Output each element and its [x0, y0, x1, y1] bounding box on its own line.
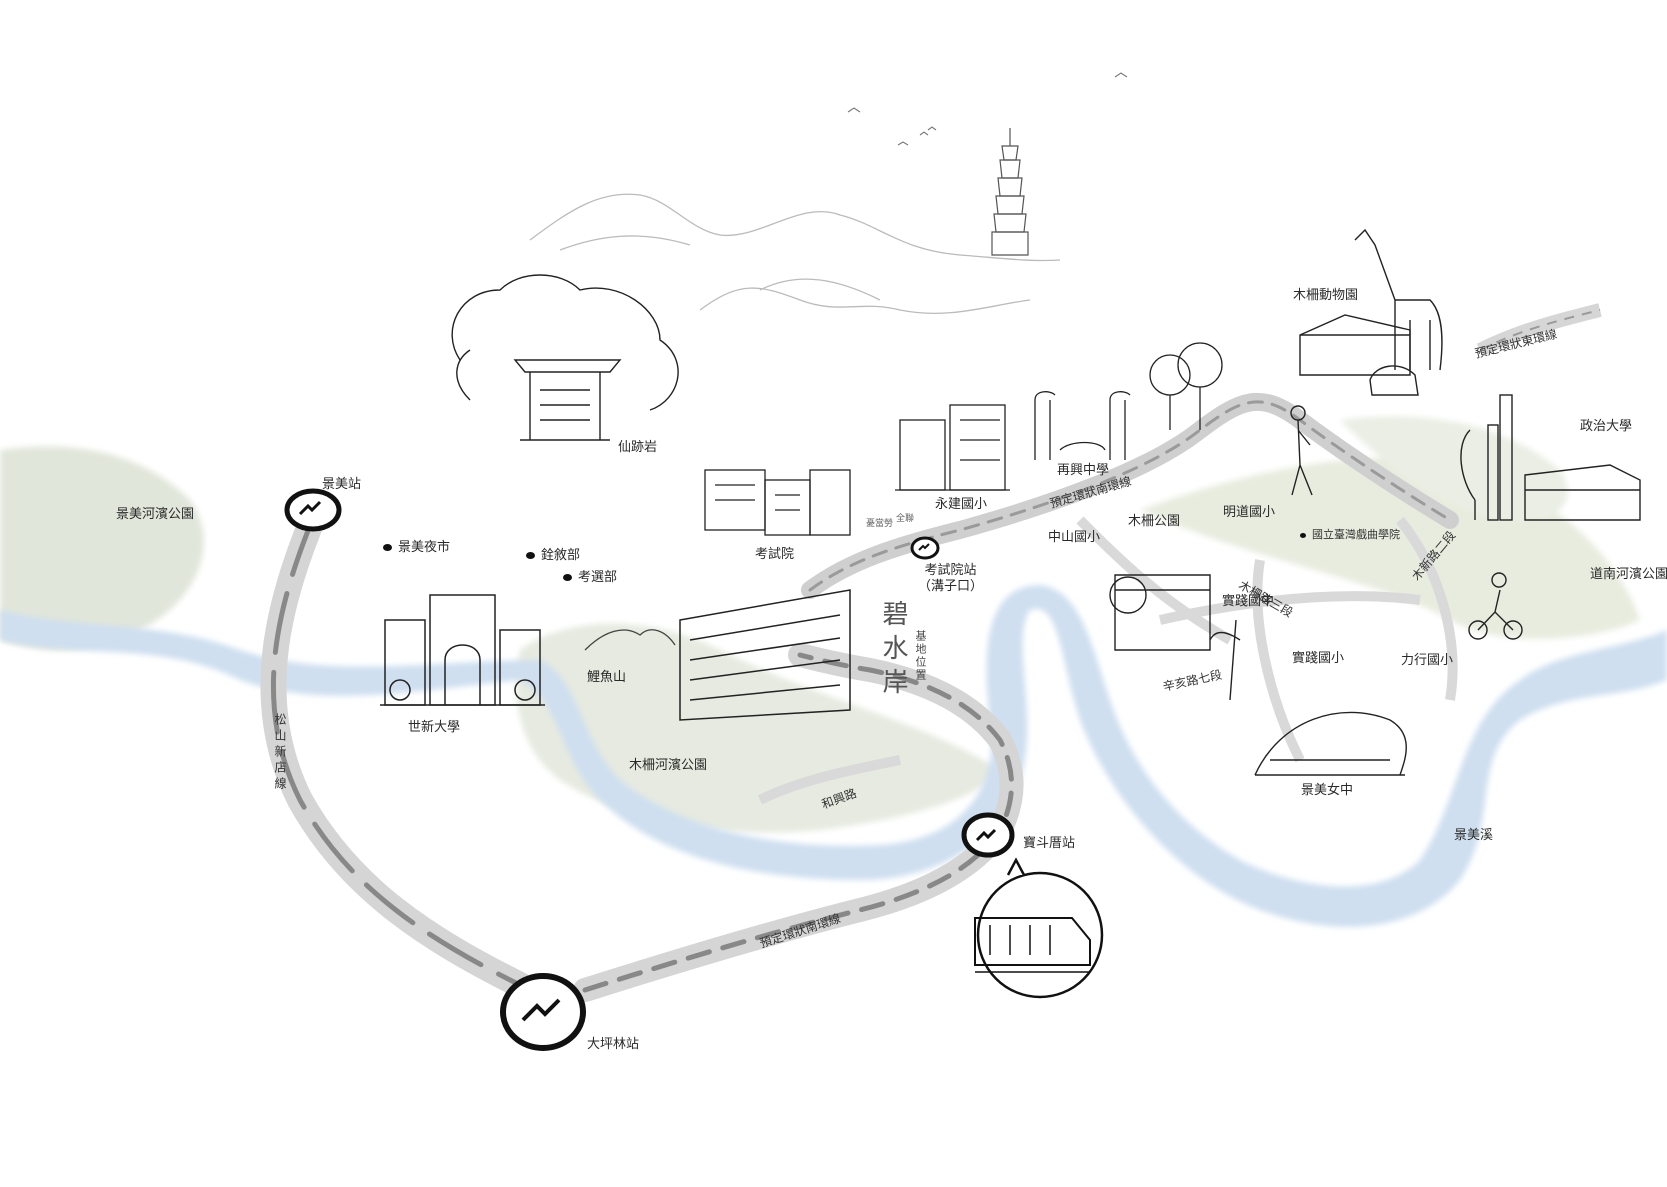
zoo-illustration: [1299, 314, 1419, 396]
station-label-kaoshiyuan-name: 考試院站: [924, 563, 977, 578]
tower-icon: [991, 128, 1029, 256]
landmark-jingmei-girls[interactable]: 景美女中: [1301, 783, 1354, 798]
landmark-zoo[interactable]: 木柵動物園: [1293, 288, 1359, 303]
landmark-kaoshiyuan[interactable]: 考試院: [755, 547, 795, 562]
metro-icon-baodouchuo: [961, 812, 1015, 858]
zaixing-illustration: [1034, 342, 1223, 460]
landmark-xianjiyan[interactable]: 仙跡岩: [618, 440, 658, 455]
landmark-nccu[interactable]: 政治大學: [1580, 419, 1633, 434]
landmark-jingmei-creek[interactable]: 景美溪: [1454, 828, 1494, 843]
brand-title: 碧水岸: [878, 600, 908, 702]
land: [0, 416, 1640, 833]
line-label-songshan-xindian: 松山新店線: [273, 713, 287, 793]
river: [0, 585, 1667, 927]
landmark-mingdao-es[interactable]: 明道國小: [1223, 505, 1276, 520]
poi-quanxu[interactable]: 銓敘部: [526, 548, 580, 564]
station-label-jingmei[interactable]: 景美站: [322, 477, 362, 492]
cyclist-illustration: [1468, 572, 1523, 640]
poi-quanlian: 全聯: [896, 514, 915, 524]
poi-opera[interactable]: 國立臺灣戲曲學院: [1300, 528, 1400, 541]
poi-dot: [1300, 532, 1306, 538]
pedestrian-illustration: [1290, 405, 1313, 496]
metro-icon-dapinglin: [500, 973, 586, 1051]
landmark-jingmei-riverside[interactable]: 景美河濱公園: [116, 507, 195, 522]
landmark-shijian-jh[interactable]: 實踐國中: [1222, 594, 1275, 609]
tram-icon: [974, 857, 1104, 999]
poi-dot: [526, 552, 535, 559]
poi-dot: [563, 574, 572, 581]
songshan-xindian-line: [260, 505, 533, 998]
bird-icon: [847, 72, 1128, 146]
poi-dot: [383, 544, 392, 551]
poi-opera-label: 國立臺灣戲曲學院: [1312, 528, 1400, 541]
station-label-dapinglin[interactable]: 大坪林站: [587, 1037, 640, 1052]
landmark-lixing-es[interactable]: 力行國小: [1401, 653, 1454, 668]
landmark-shijian-es[interactable]: 實踐國小: [1292, 651, 1345, 666]
landmark-muzha-riverside[interactable]: 木柵河濱公園: [629, 758, 708, 773]
station-label-baodouchuo[interactable]: 寶斗厝站: [1023, 836, 1076, 851]
xianjiyan-illustration: [451, 274, 679, 441]
site-building-illustration: [679, 589, 851, 721]
station-label-kaoshiyuan-sub: （溝子口）: [918, 578, 984, 594]
giraffe-icon: [1354, 228, 1443, 371]
landmark-daonan-riverside[interactable]: 道南河濱公園: [1590, 567, 1667, 582]
mountains: [529, 193, 1061, 315]
roads: [757, 303, 1602, 805]
landmark-yongjian[interactable]: 永建國小: [935, 497, 988, 512]
yongjian-illustration: [895, 404, 1010, 491]
shijian-jh-illustration: [1109, 574, 1211, 651]
landmark-zaixing[interactable]: 再興中學: [1057, 463, 1110, 478]
nccu-illustration: [1460, 394, 1641, 521]
landmark-liyushan[interactable]: 鯉魚山: [587, 670, 627, 685]
jingmei-girls-illustration: [1209, 619, 1407, 776]
poi-kaoxuan-label: 考選部: [578, 570, 618, 585]
metro-icon-kaoshiyuan: [910, 536, 940, 560]
landmark-shih-hsin[interactable]: 世新大學: [408, 720, 461, 735]
poi-baoxianbu: 憂當勞: [866, 519, 894, 529]
metro-icon-jingmei: [284, 488, 342, 532]
poi-kaoxuan[interactable]: 考選部: [563, 570, 617, 586]
liyushan-illustration: [584, 629, 676, 651]
station-label-kaoshiyuan[interactable]: 考試院站 （溝子口）: [918, 563, 983, 594]
poi-night-market[interactable]: 景美夜市: [383, 540, 450, 556]
kaoshiyuan-illustration: [704, 469, 851, 536]
poi-night-market-label: 景美夜市: [398, 540, 451, 555]
landmark-zhongshan-es[interactable]: 中山國小: [1048, 530, 1101, 545]
landmark-muzha-park[interactable]: 木柵公園: [1128, 514, 1181, 529]
shih-hsin-illustration: [380, 594, 545, 706]
poi-quanxu-label: 銓敘部: [541, 548, 581, 563]
brand-subtitle: 基地位置: [914, 630, 927, 682]
